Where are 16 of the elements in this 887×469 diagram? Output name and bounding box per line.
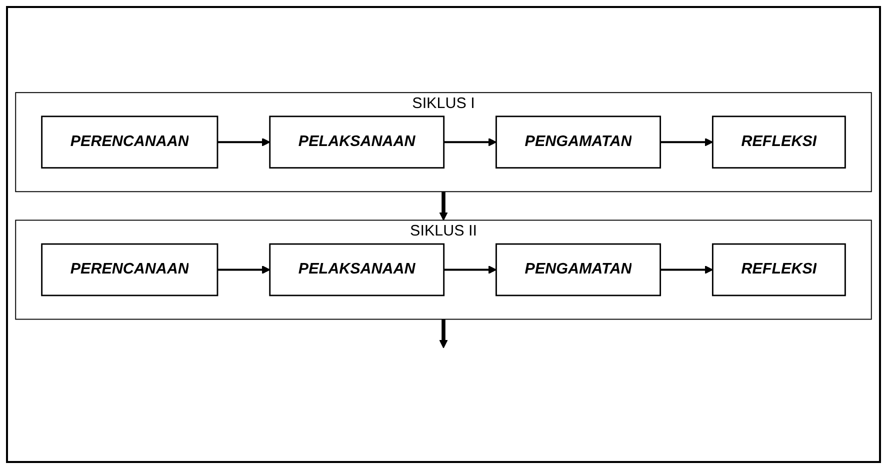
arrow [439,192,448,221]
arrow [660,266,714,274]
node-box: PELAKSANAAN [269,116,445,169]
node-box: PELAKSANAAN [269,243,445,296]
arrow [217,138,270,146]
node-box: PERENCANAAN [41,243,218,296]
node-box: PERENCANAAN [41,116,218,169]
arrow [444,138,497,146]
arrow [217,266,270,274]
arrow [444,266,497,274]
node-box: PENGAMATAN [496,243,662,296]
node-box: PENGAMATAN [496,116,662,169]
arrow [660,138,714,146]
node-box: REFLEKSI [712,243,846,296]
arrow [439,319,448,348]
node-box: REFLEKSI [712,116,846,169]
